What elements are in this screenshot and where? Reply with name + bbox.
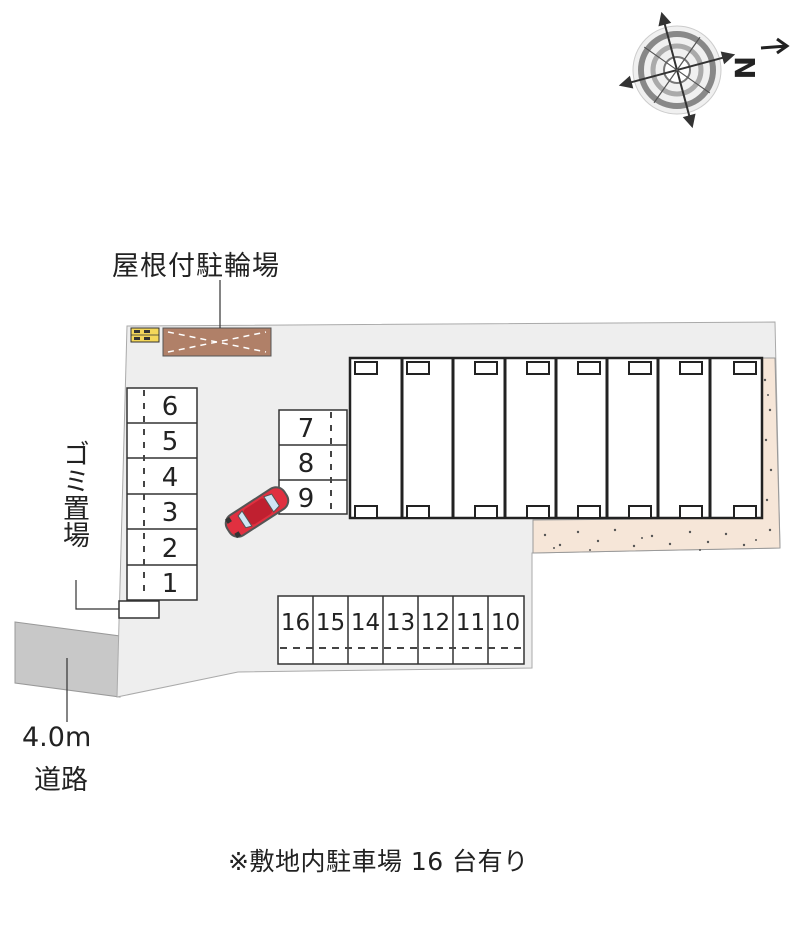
parking-space-15: 15 (316, 610, 345, 636)
garbage-area-label: ゴミ置場 (58, 440, 89, 548)
mailbox-icon (130, 327, 160, 343)
compass-icon: N (618, 11, 790, 129)
parking-space-11: 11 (456, 610, 485, 636)
parking-space-16: 16 (281, 610, 310, 636)
parking-space-13: 13 (386, 610, 415, 636)
compass-north-label: N (728, 56, 761, 79)
parking-space-8: 8 (298, 449, 315, 479)
parking-space-14: 14 (351, 610, 380, 636)
parking-left-column: 6 5 4 3 2 1 (126, 387, 198, 601)
road-label: 道路 (34, 765, 88, 796)
parking-space-7: 7 (298, 414, 315, 444)
parking-space-4: 4 (162, 463, 179, 493)
bicycle-parking-label: 屋根付駐輪場 (112, 251, 280, 282)
parking-space-9: 9 (298, 484, 315, 514)
apartment-building (348, 356, 764, 520)
garbage-area (75, 580, 160, 619)
parking-space-2: 2 (162, 534, 179, 564)
parking-capacity-note: ※敷地内駐車場 16 台有り (228, 847, 529, 876)
parking-space-1: 1 (162, 569, 179, 599)
parking-space-12: 12 (421, 610, 450, 636)
parking-bottom-row: 16 15 14 13 12 11 10 (277, 595, 525, 665)
road-width-label: 4.0m (22, 722, 92, 753)
parking-space-10: 10 (491, 610, 520, 636)
bicycle-shed (162, 327, 272, 357)
car-icon (224, 486, 290, 539)
parking-space-6: 6 (162, 392, 179, 422)
parking-middle-column: 7 8 9 (278, 409, 348, 515)
parking-space-3: 3 (162, 498, 179, 528)
parking-space-5: 5 (162, 427, 179, 457)
